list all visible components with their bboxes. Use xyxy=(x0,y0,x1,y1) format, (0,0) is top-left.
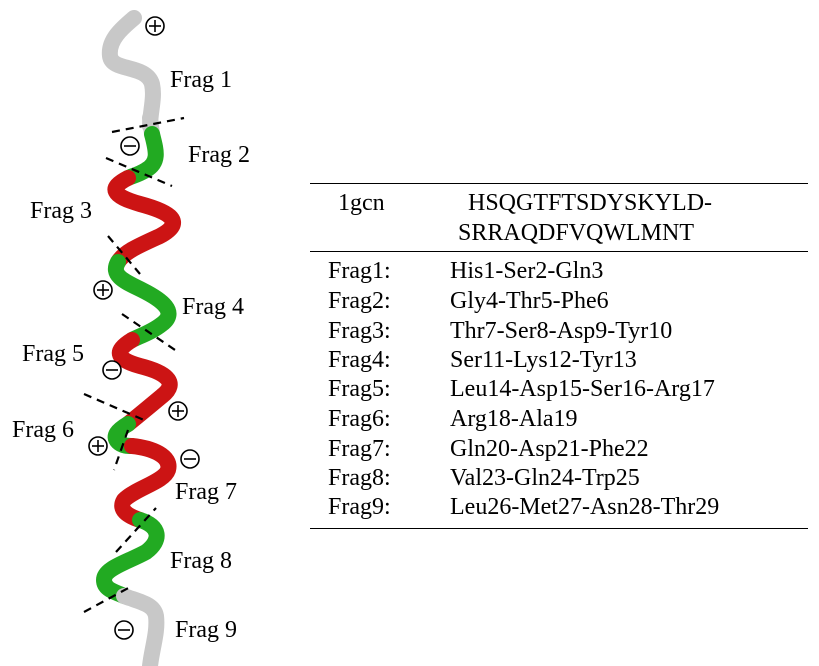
frag-cell: Frag9: xyxy=(328,494,391,520)
frag-cell: Frag2: xyxy=(328,288,391,314)
residues-cell: Val23-Gln24-Trp25 xyxy=(450,465,640,491)
residues-cell: Gln20-Asp21-Phe22 xyxy=(450,436,649,462)
helix-segment-frag8 xyxy=(96,512,165,604)
cut-line-2-3 xyxy=(105,156,173,188)
frag-cell: Frag5: xyxy=(328,376,391,402)
frag-cell: Frag4: xyxy=(328,347,391,373)
cut-line-1-2 xyxy=(111,116,185,134)
charge-markers xyxy=(88,16,200,640)
helix-segment-frag7 xyxy=(114,438,177,528)
circled-plus-icon xyxy=(93,280,113,300)
frag-label-5: Frag 5 xyxy=(22,341,84,367)
frag-label-1: Frag 1 xyxy=(170,67,232,93)
frag-label-7: Frag 7 xyxy=(175,479,237,505)
protein-id: 1gcn xyxy=(338,190,385,216)
frag-cell: Frag7: xyxy=(328,436,391,462)
sequence-line-2: SRRAQDFVQWLMNT xyxy=(458,220,695,246)
frag-cell: Frag3: xyxy=(328,318,391,344)
table-header-rule xyxy=(310,251,808,252)
frag-cell: Frag6: xyxy=(328,406,391,432)
residues-cell: His1-Ser2-Gln3 xyxy=(450,258,604,284)
circled-plus-icon xyxy=(145,16,165,36)
sequence-line-1: HSQGTFTSDYSKYLD- xyxy=(468,190,713,216)
cut-line-5-6 xyxy=(83,392,145,422)
frag-label-9: Frag 9 xyxy=(175,617,237,643)
circled-minus-icon xyxy=(120,136,140,156)
coil-segment-frag9 xyxy=(116,588,165,666)
helix-segment-frag3 xyxy=(107,170,181,270)
residues-cell: Arg18-Ala19 xyxy=(450,406,578,432)
helix-segment-frag4 xyxy=(108,254,177,348)
circled-minus-icon xyxy=(114,620,134,640)
frag-cell: Frag1: xyxy=(328,258,391,284)
cut-line-7-8 xyxy=(115,507,157,553)
helix-segment-frag5 xyxy=(111,332,178,432)
residues-cell: Gly4-Thr5-Phe6 xyxy=(450,288,609,314)
frag-label-6: Frag 6 xyxy=(12,417,74,443)
residues-cell: Ser11-Lys12-Tyr13 xyxy=(450,347,637,373)
frag-label-8: Frag 8 xyxy=(170,548,232,574)
table-bottom-rule xyxy=(310,528,808,529)
circled-minus-icon xyxy=(102,360,122,380)
residues-cell: Thr7-Ser8-Asp9-Tyr10 xyxy=(450,318,673,344)
coil-segment-frag1 xyxy=(101,10,161,134)
residues-cell: Leu26-Met27-Asn28-Thr29 xyxy=(450,494,720,520)
circled-minus-icon xyxy=(180,449,200,469)
cut-line-8-9 xyxy=(83,585,133,613)
residues-cell: Leu14-Asp15-Ser16-Arg17 xyxy=(450,376,715,402)
cut-line-4-5 xyxy=(121,313,179,353)
circled-plus-icon xyxy=(88,436,108,456)
fragment-cut-lines xyxy=(83,116,185,613)
table-top-rule xyxy=(310,183,808,184)
frag-label-3: Frag 3 xyxy=(30,198,92,224)
frag-label-4: Frag 4 xyxy=(182,294,244,320)
frag-label-2: Frag 2 xyxy=(188,142,250,168)
cut-line-6-7 xyxy=(112,429,130,471)
frag-cell: Frag8: xyxy=(328,465,391,491)
circled-plus-icon xyxy=(168,401,188,421)
